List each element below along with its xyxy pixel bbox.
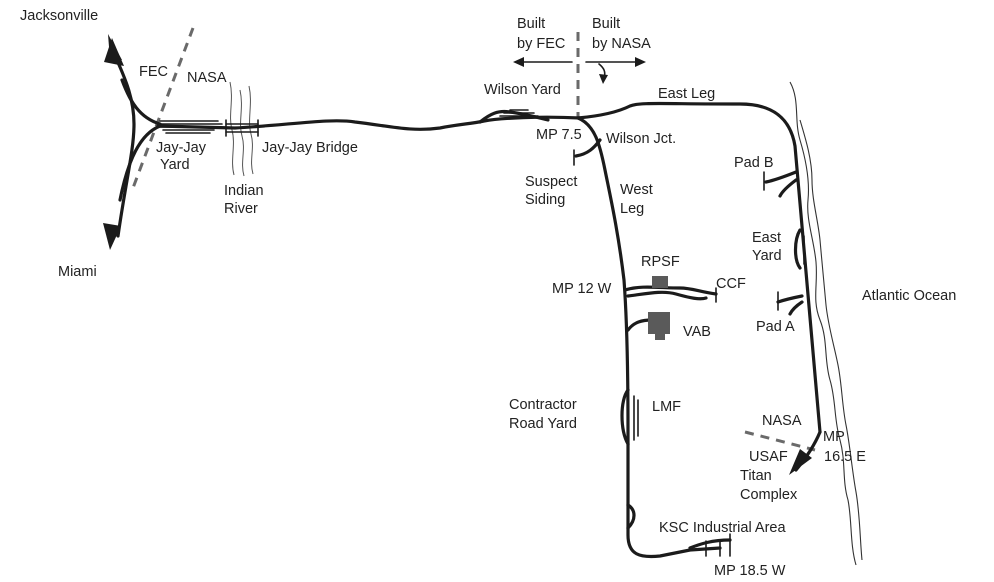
east-leg-track <box>576 101 822 434</box>
label-miami: Miami <box>58 264 97 280</box>
label-pad-b: Pad B <box>734 155 774 171</box>
label-indian-river-2: River <box>224 201 258 217</box>
rpsf-ccf-track <box>623 285 718 303</box>
label-indian-river-1: Indian <box>224 183 264 199</box>
pad-b-track <box>763 170 798 198</box>
label-west-leg-1: West <box>620 182 653 198</box>
east-yard-track <box>793 228 805 270</box>
indian-river-lines <box>229 81 254 177</box>
label-wilson-yard: Wilson Yard <box>484 82 561 98</box>
jay-jay-bridge-symbol <box>225 119 259 137</box>
vab-building <box>648 312 670 334</box>
label-wilson-jct: Wilson Jct. <box>606 131 676 147</box>
fec-mainline <box>103 34 162 250</box>
label-titan-complex-1: Titan <box>740 468 772 484</box>
label-pad-a: Pad A <box>756 319 795 335</box>
label-jay-jay-bridge: Jay-Jay Bridge <box>262 140 358 156</box>
label-fec: FEC <box>139 64 168 80</box>
label-jacksonville: Jacksonville <box>20 8 98 24</box>
label-jay-jay-yard-2: Yard <box>160 157 190 173</box>
label-jay-jay-yard-1: Jay-Jay <box>156 140 207 156</box>
built-by-fec-arrow <box>513 57 573 67</box>
rpsf-building <box>652 276 668 288</box>
label-mp-18-5-w: MP 18.5 W <box>714 563 786 579</box>
label-mp-16-5-e-2: 16.5 E <box>824 449 866 465</box>
coastline <box>789 81 863 566</box>
label-nasa-bottom: NASA <box>762 413 802 429</box>
label-atlantic-ocean: Atlantic Ocean <box>862 288 956 304</box>
label-contractor-road-yard-1: Contractor <box>509 397 577 413</box>
vab-annex <box>655 332 665 340</box>
label-east-leg: East Leg <box>658 86 715 102</box>
label-built-nasa-1: Built <box>592 16 620 32</box>
lmf-track <box>620 388 639 446</box>
main-line-west <box>156 115 582 131</box>
label-built-nasa-2: by NASA <box>592 36 651 52</box>
label-titan-complex-2: Complex <box>740 487 798 503</box>
label-west-leg-2: Leg <box>620 201 644 217</box>
label-built-fec-2: by FEC <box>517 36 565 52</box>
label-east-yard-1: East <box>752 230 781 246</box>
titan-track <box>794 430 822 472</box>
label-contractor-road-yard-2: Road Yard <box>509 416 577 432</box>
built-by-nasa-arrow <box>585 57 646 84</box>
label-rpsf: RPSF <box>641 254 680 270</box>
label-lmf: LMF <box>652 399 681 415</box>
label-mp-7-5: MP 7.5 <box>536 127 582 143</box>
pad-a-track <box>776 291 804 316</box>
label-nasa-top: NASA <box>187 70 227 86</box>
label-built-fec-1: Built <box>517 16 545 32</box>
label-ccf: CCF <box>716 276 746 292</box>
label-vab: VAB <box>683 324 711 340</box>
wilson-yard <box>478 109 550 124</box>
label-suspect-siding-2: Siding <box>525 192 565 208</box>
label-suspect-siding-1: Suspect <box>525 174 577 190</box>
label-mp-12-w: MP 12 W <box>552 281 612 297</box>
fec-nasa-boundary-dash <box>131 27 195 189</box>
label-ksc-industrial-area: KSC Industrial Area <box>659 520 786 536</box>
ksc-industrial-track <box>626 503 732 557</box>
label-usaf: USAF <box>749 449 788 465</box>
nasa-usaf-boundary-dash <box>744 430 816 452</box>
label-east-yard-2: Yard <box>752 248 782 264</box>
suspect-siding <box>573 138 602 166</box>
label-mp-16-5-e-1: MP <box>823 429 845 445</box>
